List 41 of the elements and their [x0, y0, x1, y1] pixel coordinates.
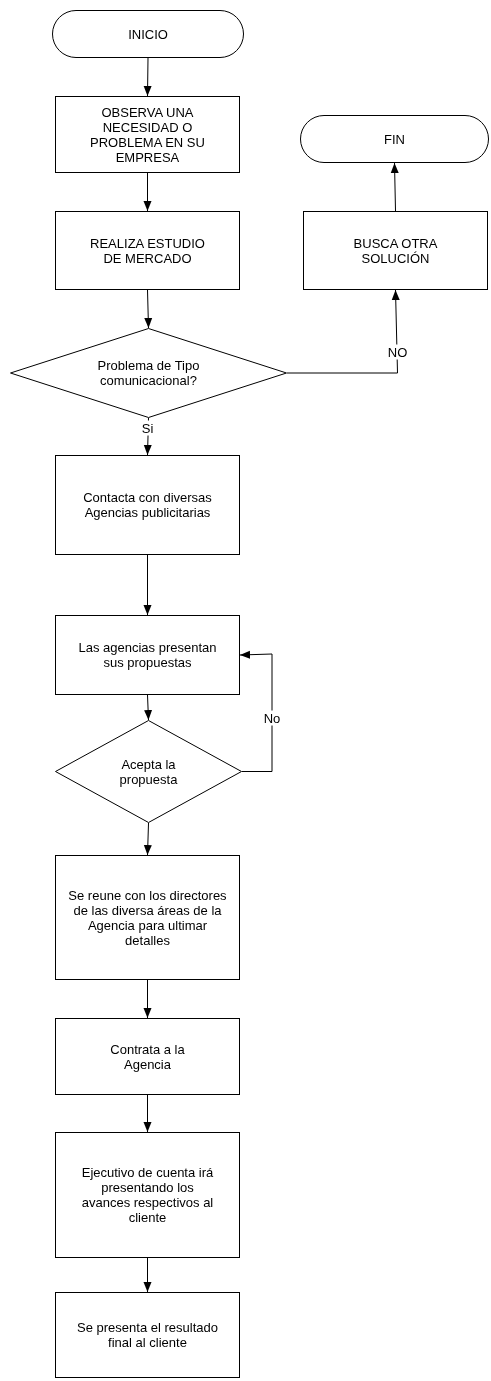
node-text: FIN — [383, 131, 406, 147]
process-box — [55, 1132, 240, 1258]
process-box — [55, 1292, 240, 1378]
arrow — [390, 162, 399, 212]
process-box — [55, 96, 240, 173]
node-text: REALIZA ESTUDIO DE MERCADO — [89, 235, 206, 266]
arrow — [143, 554, 152, 616]
process-box — [55, 1018, 240, 1095]
node-text: BUSCA OTRA SOLUCIÓN — [352, 235, 439, 266]
arrow — [143, 57, 152, 97]
arrow — [144, 289, 153, 329]
node-text: Problema de Tipo comunicacional? — [96, 358, 201, 388]
arrow — [144, 694, 153, 721]
node-text: Se reune con los directores de las diversa áreas de la Agencia para ultimar detalles — [67, 887, 228, 948]
edge-label: No — [261, 710, 283, 726]
arrow — [143, 1257, 152, 1293]
node-text: Ejecutivo de cuenta irá presentando los avances respectivos al cliente — [80, 1165, 215, 1225]
node-text: Contrata a la Agencia — [109, 1041, 186, 1072]
node-text: Se presenta el resultado final al cliente — [76, 1320, 219, 1350]
arrow — [143, 1094, 152, 1133]
process-box — [55, 615, 240, 695]
process-box — [55, 455, 240, 555]
edge-label: Si — [139, 420, 156, 436]
arrow — [143, 822, 152, 856]
terminal-shape — [300, 115, 489, 163]
process-box — [303, 211, 488, 290]
node-text: Contacta con diversas Agencias publicitarias — [82, 490, 213, 520]
arrow — [143, 172, 152, 212]
arrow — [143, 979, 152, 1019]
arrow — [286, 289, 400, 374]
node-text: INICIO — [127, 26, 169, 42]
decision-diamond — [55, 720, 242, 823]
process-box — [55, 211, 240, 290]
node-text: Las agencias presentan sus propuestas — [77, 640, 218, 670]
process-box — [55, 855, 240, 980]
decision-diamond — [10, 328, 287, 418]
node-text: Acepta la propuesta — [118, 756, 179, 787]
edge-label: NO — [385, 344, 410, 360]
node-text: OBSERVA UNA NECESIDAD O PROBLEMA EN SU EMPRESA — [89, 104, 206, 165]
arrow — [239, 650, 273, 772]
terminal-shape — [52, 10, 244, 58]
